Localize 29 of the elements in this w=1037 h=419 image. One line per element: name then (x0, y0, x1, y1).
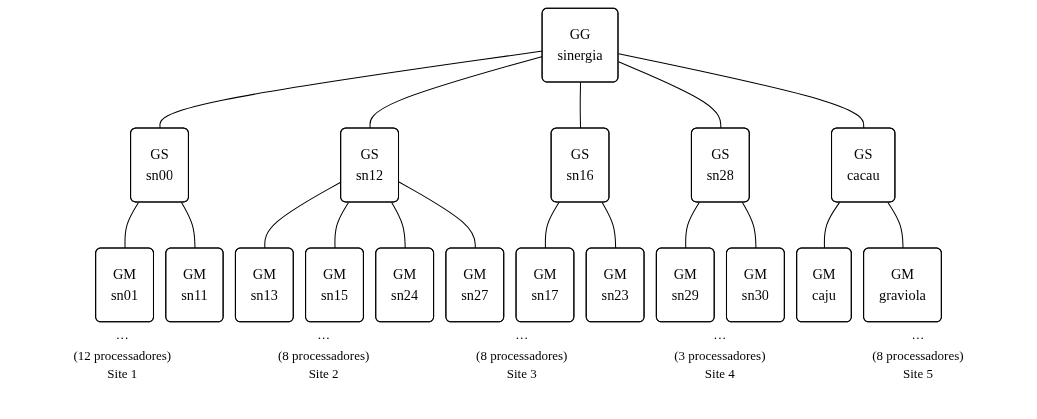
connector (685, 201, 700, 250)
connector (398, 181, 476, 250)
label-text: Site 4 (704, 366, 735, 382)
connector (887, 201, 904, 250)
label-text: (8 processadores) (872, 348, 964, 364)
connector (618, 53, 865, 130)
connector (544, 201, 560, 250)
label-text: Site 2 (308, 366, 339, 382)
label-text: ··· (713, 330, 727, 346)
label-text: ··· (911, 330, 925, 346)
label-text: ··· (515, 330, 529, 346)
connector (334, 201, 349, 250)
label-text: Site 5 (902, 366, 933, 382)
connector (823, 201, 841, 250)
label-text: ··· (317, 330, 331, 346)
label-text: ··· (115, 330, 129, 346)
label-text: (8 processadores) (476, 348, 568, 364)
label-text: Site 1 (107, 366, 138, 382)
connector (181, 201, 196, 250)
label-text: (3 processadores) (674, 348, 766, 364)
connector (124, 201, 140, 250)
connector (601, 201, 617, 250)
connector (579, 82, 582, 130)
connector (618, 61, 722, 130)
label-text: Site 3 (506, 366, 537, 382)
label-text: (12 processadores) (73, 348, 172, 364)
connector (741, 201, 757, 250)
connector (391, 201, 406, 250)
label-text: (8 processadores) (277, 348, 370, 364)
